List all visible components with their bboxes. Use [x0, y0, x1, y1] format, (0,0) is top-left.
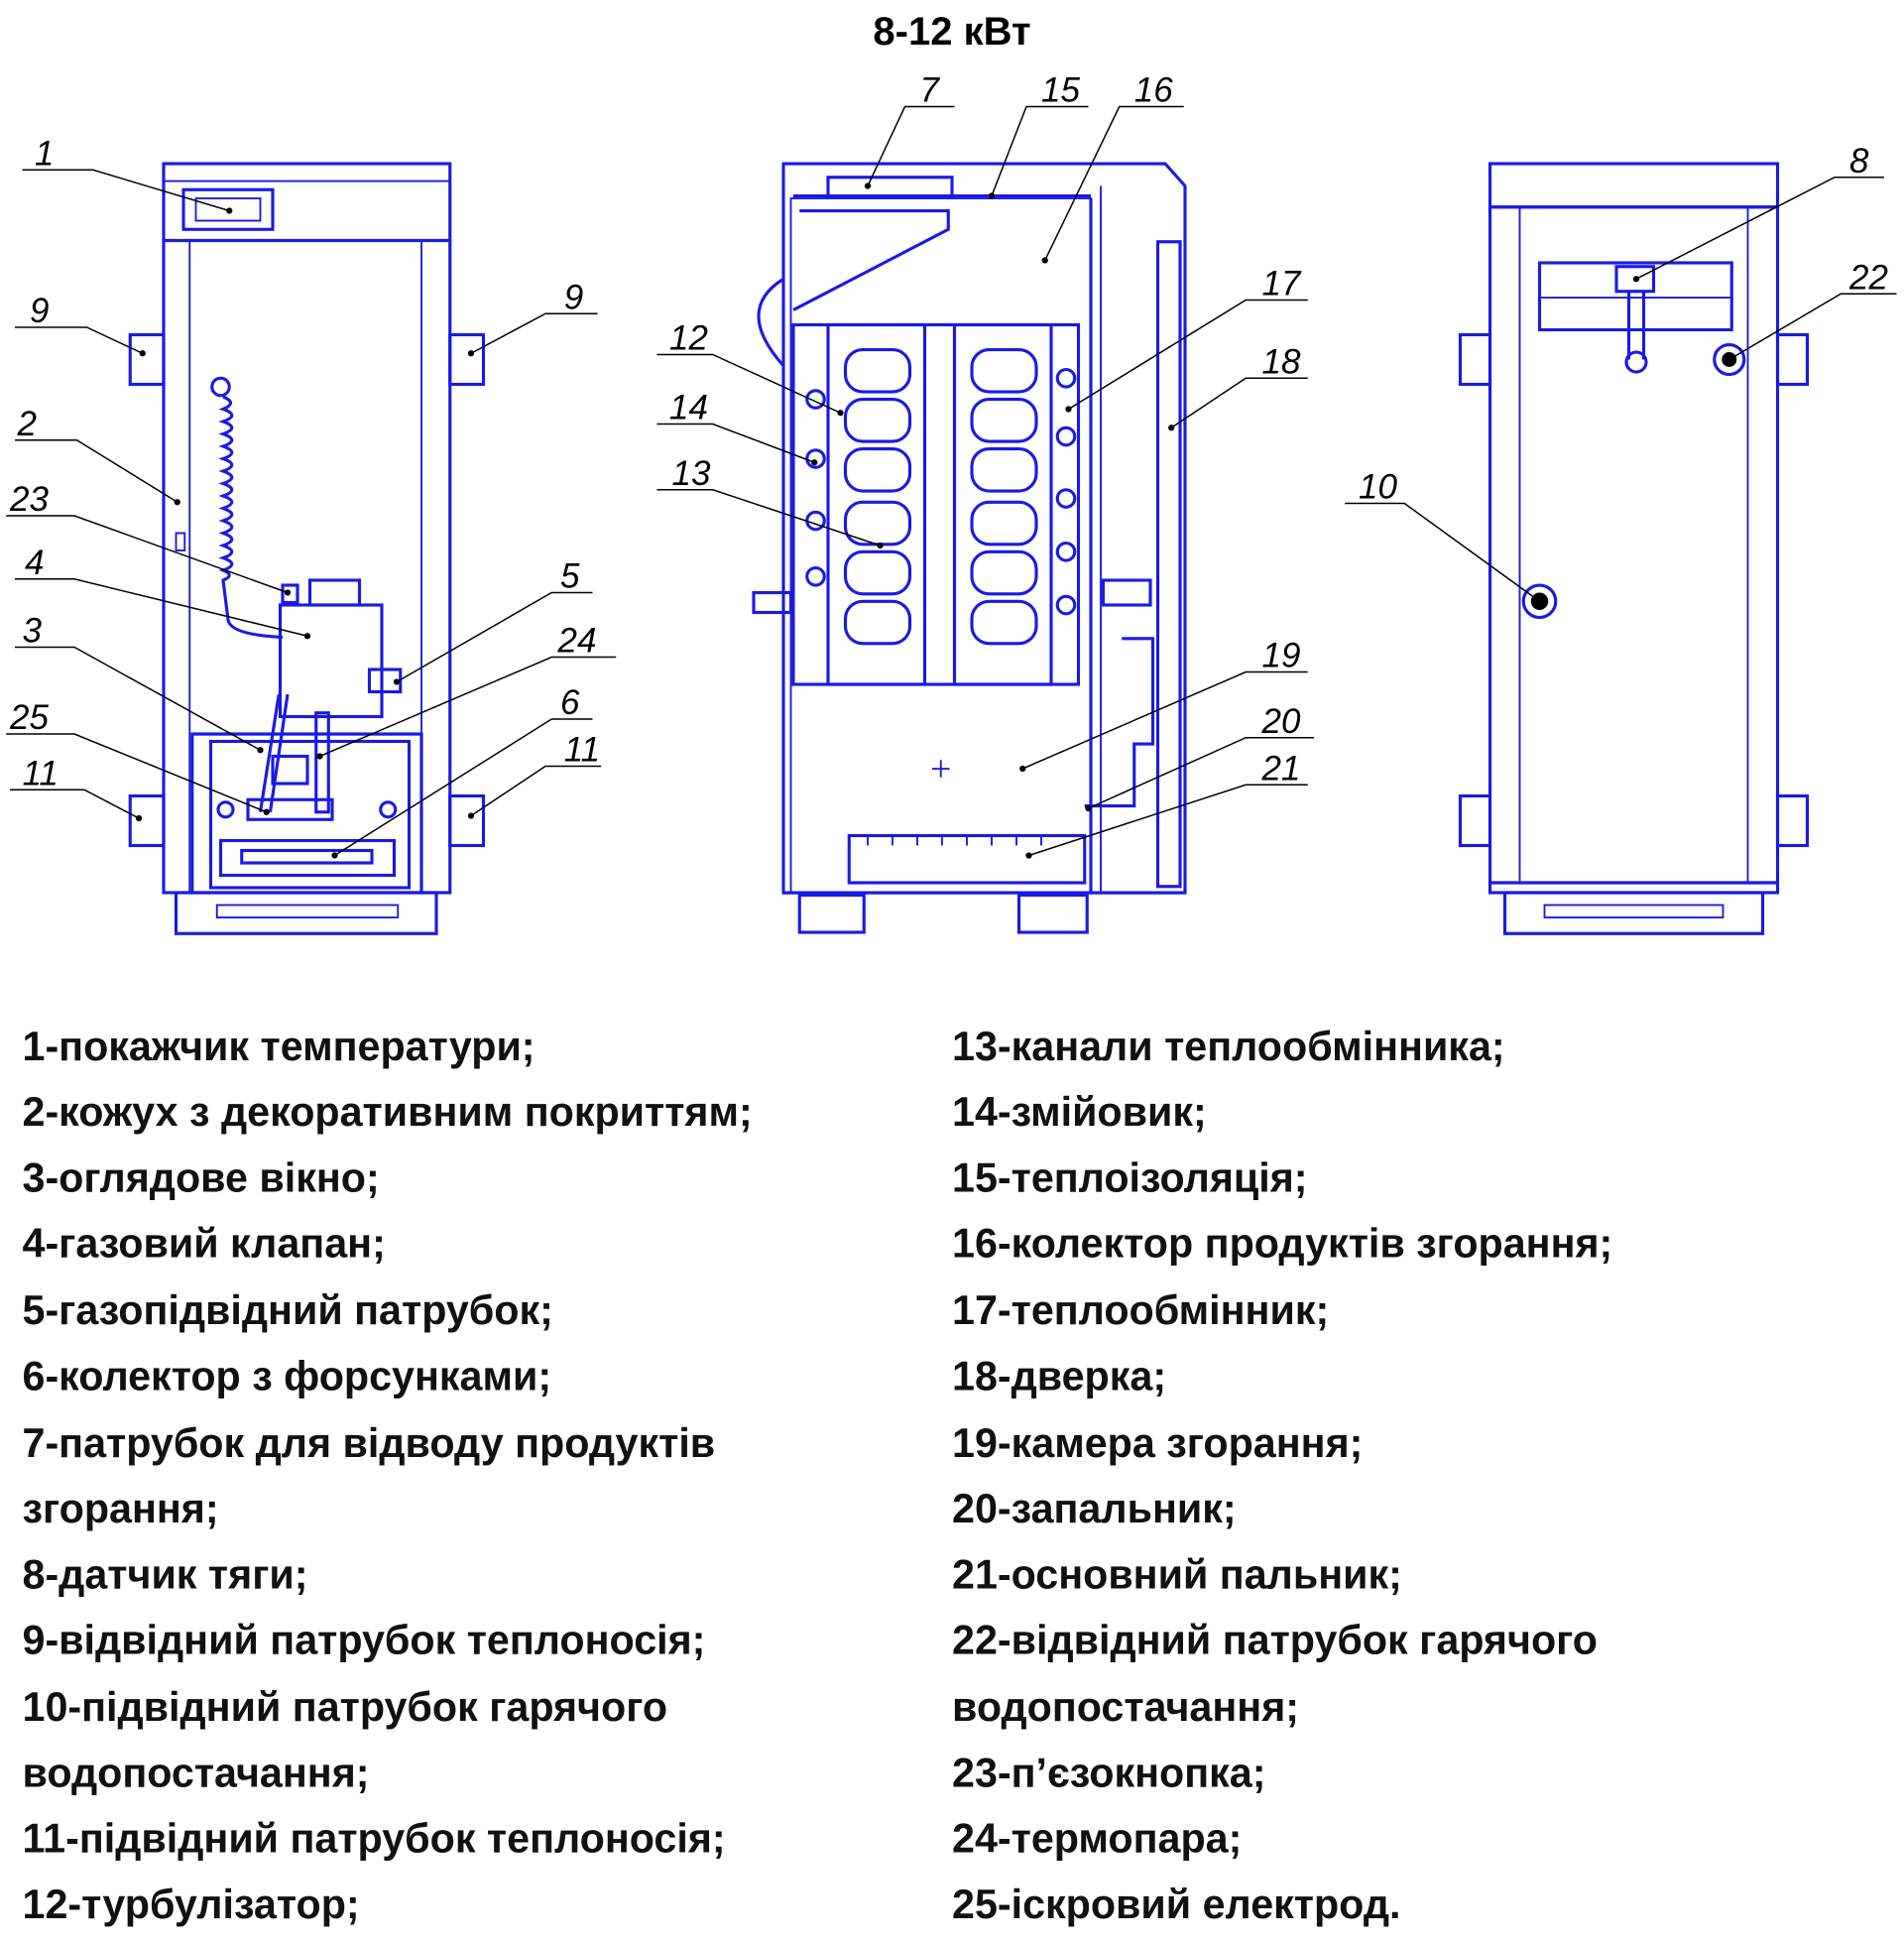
legend-item: водопостачання; [952, 1684, 1299, 1730]
legend-item: 10-підвідний патрубок гарячого [23, 1684, 668, 1730]
callout-17: 17 [1065, 265, 1308, 413]
legend-right: 13-канали теплообмінника; 14-змійовик; 1… [952, 1024, 1612, 1927]
callout-25: 25 [6, 698, 270, 815]
piezo-wire [218, 395, 284, 640]
legend-item: 15-теплоізоляція; [952, 1154, 1308, 1200]
callout-5: 5 [393, 557, 593, 685]
legend-item: 14-змійовик; [952, 1089, 1207, 1135]
callout-21: 21 [1025, 749, 1308, 859]
svg-text:16: 16 [1134, 71, 1173, 110]
gas-valve [278, 603, 384, 719]
svg-text:1: 1 [35, 134, 54, 173]
svg-text:4: 4 [25, 544, 44, 582]
door [1155, 240, 1182, 889]
callout-10: 10 [1345, 468, 1540, 602]
svg-text:25: 25 [9, 698, 49, 737]
svg-text:9: 9 [30, 292, 49, 330]
legend-item: 6-колектор з форсунками; [23, 1353, 552, 1398]
rear-view [1458, 162, 1810, 935]
outlet-pipe-left [128, 332, 166, 387]
svg-text:6: 6 [560, 683, 580, 722]
svg-text:23: 23 [9, 480, 49, 519]
flue-outlet [826, 176, 954, 199]
svg-text:24: 24 [557, 622, 597, 661]
diagram-title: 8-12 кВт [873, 10, 1030, 54]
legend-item: 17-теплообмінник; [952, 1287, 1329, 1333]
legend-item: згорання; [23, 1486, 219, 1531]
svg-text:10: 10 [1359, 468, 1397, 507]
legend-item: 5-газопідвідний патрубок; [23, 1287, 553, 1333]
legend-left: 1-покажчик температури; 2-кожух з декора… [23, 1024, 753, 1927]
callout-4: 4 [15, 544, 311, 640]
temperature-indicator [181, 187, 275, 231]
svg-text:11: 11 [564, 731, 600, 770]
svg-text:11: 11 [23, 754, 59, 792]
svg-text:19: 19 [1262, 637, 1301, 675]
legend-item: 2-кожух з декоративним покриттям; [23, 1089, 753, 1135]
callouts: 1 9 9 2 23 4 5 3 24 25 6 11 11 7 15 16 1… [6, 71, 1897, 859]
legend-item: 24-термопара; [952, 1816, 1242, 1862]
callout-16: 16 [1041, 71, 1184, 264]
legend-item: 1-покажчик температури; [23, 1024, 536, 1069]
callout-7: 7 [864, 71, 955, 189]
legend-item: 25-іскровий електрод. [952, 1882, 1400, 1927]
legend-item: 23-п’єзокнопка; [952, 1750, 1265, 1795]
legend-item: 7-патрубок для відводу продуктів [23, 1420, 716, 1466]
legend-item: 11-підвідний патрубок теплоносія; [23, 1816, 726, 1862]
callout-1: 1 [22, 134, 233, 214]
draft-sensor-plate [1537, 261, 1733, 332]
callout-18: 18 [1168, 342, 1308, 431]
callout-22: 22 [1726, 258, 1897, 363]
nozzle-collector [218, 838, 397, 878]
svg-text:17: 17 [1262, 265, 1302, 304]
callout-11-left: 11 [10, 754, 143, 822]
legend-item: 19-камера згорання; [952, 1420, 1363, 1466]
outlet-pipe-right [448, 332, 486, 387]
callout-15: 15 [988, 71, 1089, 199]
svg-text:2: 2 [17, 405, 37, 443]
legend-item: 22-відвідний патрубок гарячого [952, 1618, 1598, 1663]
svg-text:3: 3 [23, 612, 43, 651]
svg-text:18: 18 [1262, 342, 1301, 381]
svg-text:13: 13 [672, 454, 711, 493]
legend-item: 20-запальник; [952, 1486, 1237, 1531]
svg-text:20: 20 [1261, 702, 1301, 741]
callout-12: 12 [656, 319, 844, 417]
svg-text:8: 8 [1849, 142, 1869, 181]
legend-item: 16-колектор продуктів згорання; [952, 1221, 1612, 1267]
callout-14: 14 [656, 389, 818, 466]
callout-20: 20 [1085, 702, 1314, 812]
legend-item: 9-відвідний патрубок теплоносія; [23, 1618, 706, 1663]
legend-item: 4-газовий клапан; [23, 1221, 386, 1267]
svg-text:21: 21 [1261, 749, 1301, 788]
callout-6: 6 [331, 683, 593, 859]
section-view [752, 162, 1187, 934]
svg-text:7: 7 [920, 71, 941, 110]
legend-item: 8-датчик тяги; [23, 1551, 308, 1597]
callout-8: 8 [1632, 142, 1884, 283]
callout-9-left: 9 [15, 292, 146, 357]
heat-exchanger [791, 322, 1081, 686]
callout-23: 23 [6, 480, 292, 596]
svg-text:14: 14 [669, 389, 708, 427]
callout-13: 13 [656, 454, 884, 549]
callout-3: 3 [15, 612, 264, 754]
svg-text:9: 9 [564, 278, 583, 316]
callout-2: 2 [15, 405, 180, 506]
legend-item: 13-канали теплообмінника; [952, 1024, 1505, 1069]
legend-item: 12-турбулізатор; [23, 1882, 360, 1927]
legend-item: 3-оглядове вікно; [23, 1154, 380, 1200]
svg-text:12: 12 [669, 319, 708, 358]
svg-text:15: 15 [1041, 71, 1080, 110]
svg-text:22: 22 [1848, 258, 1888, 297]
front-view [128, 162, 486, 935]
svg-text:5: 5 [560, 557, 580, 596]
callout-9-right: 9 [467, 278, 598, 357]
legend-item: 21-основний пальник; [952, 1551, 1402, 1597]
callout-11-right: 11 [467, 731, 602, 819]
callout-19: 19 [1019, 637, 1308, 773]
callout-24: 24 [316, 622, 617, 760]
legend-item: водопостачання; [23, 1750, 370, 1795]
legend-item: 18-дверка; [952, 1353, 1166, 1398]
